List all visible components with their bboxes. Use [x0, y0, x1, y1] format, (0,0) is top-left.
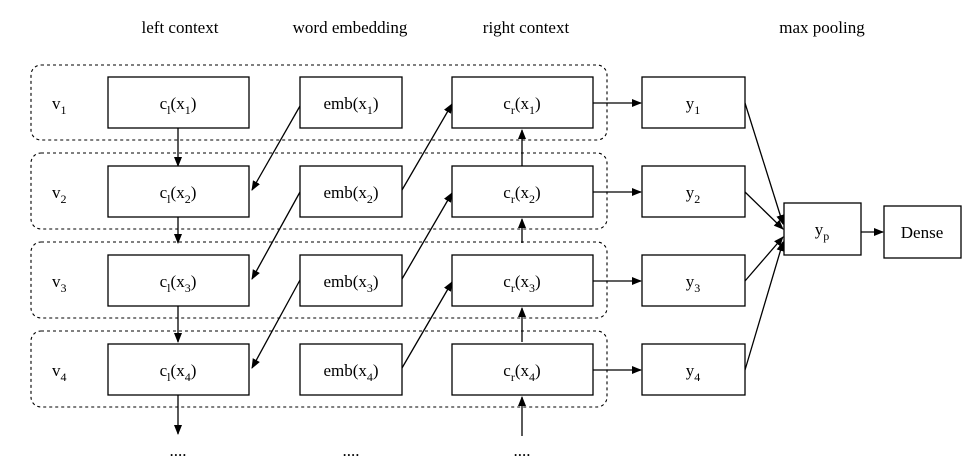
- row-group-3: [30, 241, 608, 319]
- header-word-embedding: word embedding: [293, 18, 408, 37]
- word-embedding-label-3: emb(x3): [323, 272, 378, 295]
- header-left-context: left context: [142, 18, 219, 37]
- left-context-label-1: cl(x1): [160, 94, 197, 117]
- left-context-node-2: [107, 165, 250, 218]
- row-label-3: v3: [52, 272, 67, 295]
- dense-label: Dense: [901, 223, 943, 242]
- edge-y1-yp: [744, 102, 785, 225]
- edge-emb2-left3: [251, 191, 301, 280]
- output-node-1: [641, 76, 746, 129]
- left-context-node-3: [107, 254, 250, 307]
- row-group-4: [30, 330, 608, 408]
- ellipsis-right: ....: [514, 441, 531, 460]
- header-max-pooling: max pooling: [779, 18, 865, 37]
- edge-emb1-left2: [251, 105, 301, 191]
- pooled-label: yp: [815, 220, 830, 243]
- edge-emb4-right3: [401, 281, 453, 369]
- output-label-1: y1: [686, 94, 701, 117]
- left-context-label-4: cl(x4): [160, 361, 197, 384]
- word-embedding-label-4: emb(x4): [323, 361, 378, 384]
- pooled-node: [783, 202, 862, 256]
- left-context-node-1: [107, 76, 250, 129]
- right-context-node-2: [451, 165, 594, 218]
- header-right-context: right context: [483, 18, 570, 37]
- left-context-label-3: cl(x3): [160, 272, 197, 295]
- right-context-label-4: cr(x4): [503, 361, 540, 384]
- row-label-1: v1: [52, 94, 67, 117]
- output-node-2: [641, 165, 746, 218]
- word-embedding-label-2: emb(x2): [323, 183, 378, 206]
- left-context-node-4: [107, 343, 250, 396]
- edge-y2-yp: [744, 191, 784, 230]
- row-label-2: v2: [52, 183, 67, 206]
- word-embedding-node-3: [299, 254, 403, 307]
- right-context-label-1: cr(x1): [503, 94, 540, 117]
- output-label-3: y3: [686, 272, 701, 295]
- row-group-2: [30, 152, 608, 230]
- output-label-2: y2: [686, 183, 701, 206]
- word-embedding-node-1: [299, 76, 403, 129]
- edge-y4-yp: [744, 241, 785, 371]
- word-embedding-node-2: [299, 165, 403, 218]
- edge-emb3-right2: [401, 192, 453, 280]
- ellipsis-middle: ....: [343, 441, 360, 460]
- row-group-1: [30, 64, 608, 141]
- edge-emb3-left4: [251, 279, 301, 369]
- output-label-4: y4: [686, 361, 701, 384]
- right-context-node-4: [451, 343, 594, 396]
- word-embedding-node-4: [299, 343, 403, 396]
- right-context-label-2: cr(x2): [503, 183, 540, 206]
- right-context-node-1: [451, 76, 594, 129]
- ellipsis-left: ....: [170, 441, 187, 460]
- right-context-label-3: cr(x3): [503, 272, 540, 295]
- row-label-4: v4: [52, 361, 67, 384]
- output-node-4: [641, 343, 746, 396]
- left-context-label-2: cl(x2): [160, 183, 197, 206]
- word-embedding-label-1: emb(x1): [323, 94, 378, 117]
- right-context-node-3: [451, 254, 594, 307]
- dense-node: [883, 205, 962, 259]
- output-node-3: [641, 254, 746, 307]
- edge-emb2-right1: [401, 103, 453, 191]
